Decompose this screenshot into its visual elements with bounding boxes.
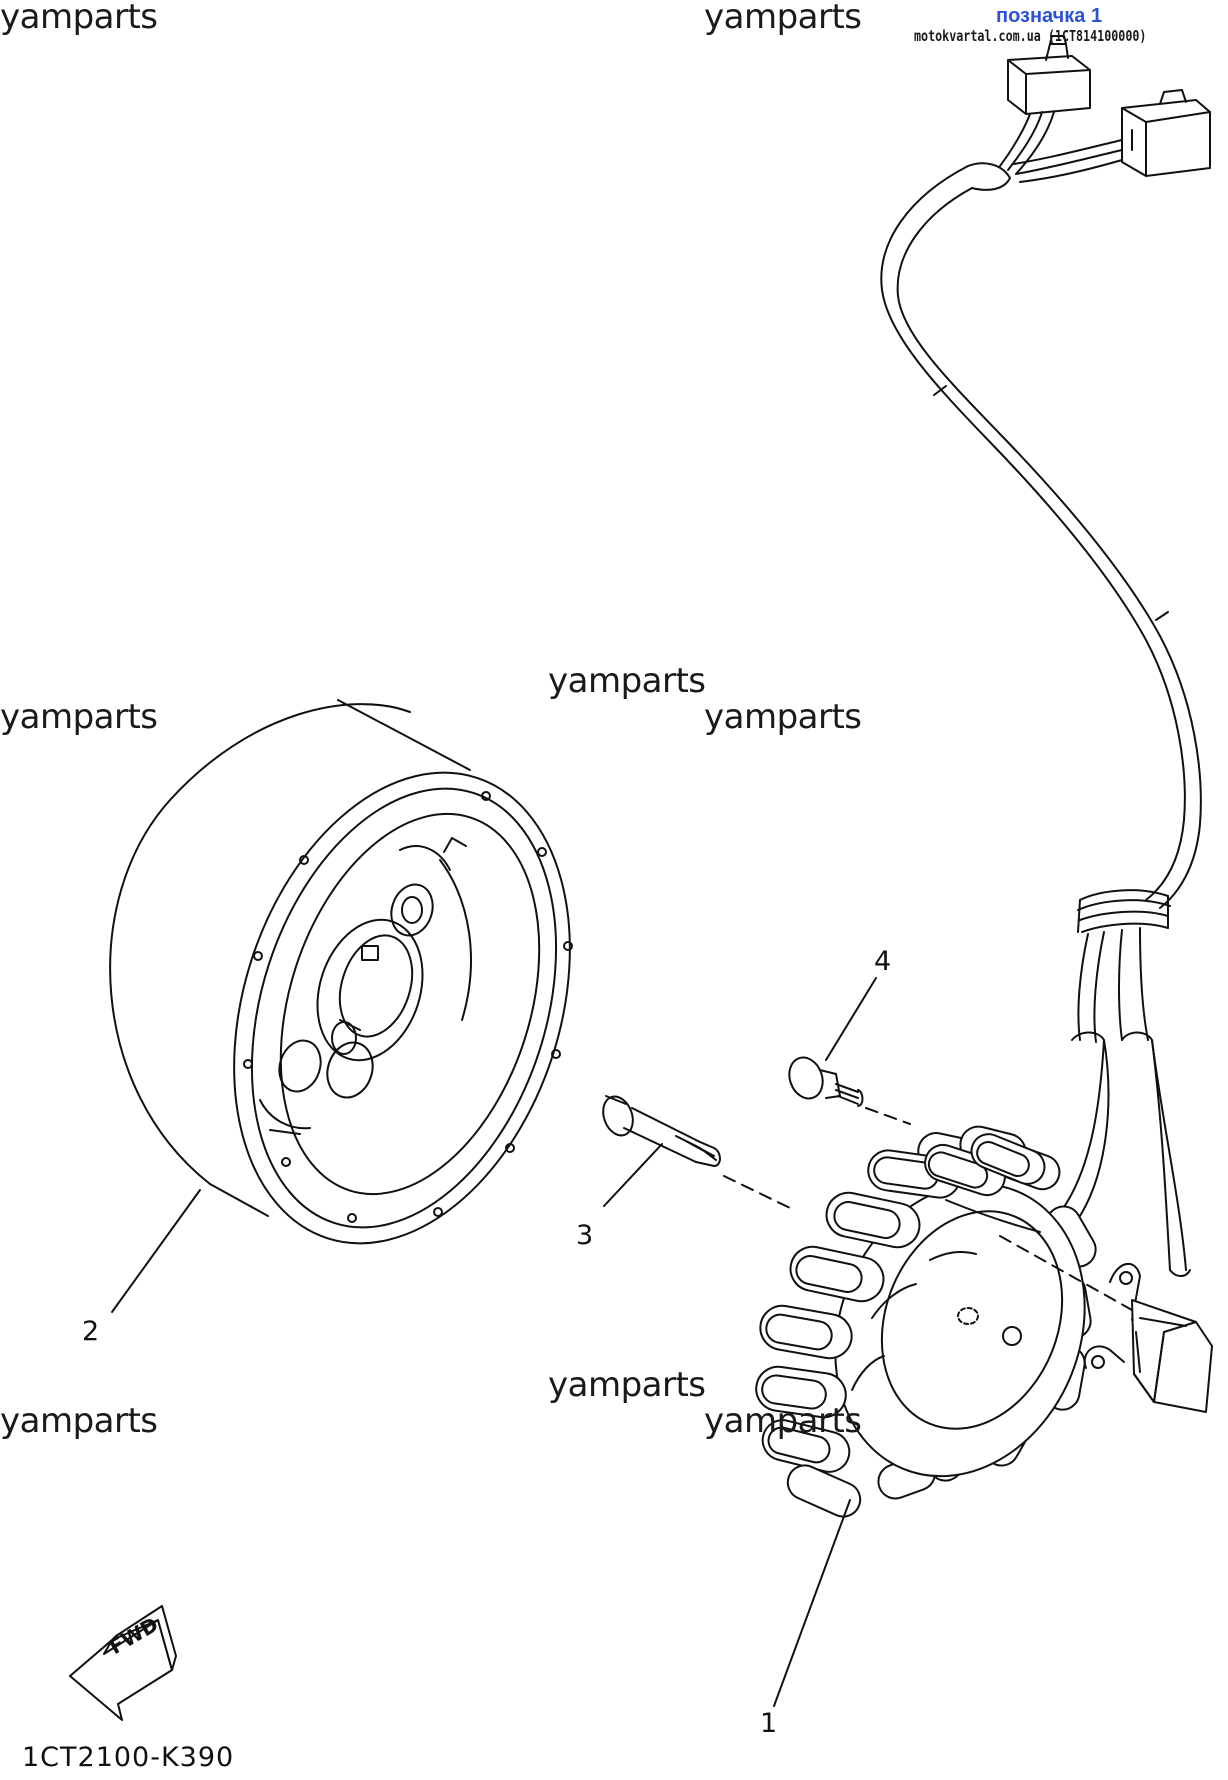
callout-2: 2 xyxy=(82,1316,100,1347)
overlay-label: позначка 1 xyxy=(996,5,1103,27)
flywheel-rotor xyxy=(110,700,627,1287)
watermark: yamparts xyxy=(548,1365,706,1405)
leader-line-4 xyxy=(826,978,876,1060)
leader-line-3 xyxy=(604,1144,662,1206)
callout-4: 4 xyxy=(874,946,892,977)
stator-coil xyxy=(753,1123,1212,1522)
pickup-coil xyxy=(1085,1264,1212,1412)
bolt-4 xyxy=(784,1053,910,1124)
leader-line-2 xyxy=(112,1190,200,1312)
callout-1: 1 xyxy=(760,1708,778,1739)
watermark: yamparts xyxy=(548,661,706,701)
watermark: yamparts xyxy=(0,0,158,37)
leader-line-1 xyxy=(774,1500,850,1706)
leader-lines xyxy=(112,978,876,1706)
grommet xyxy=(1078,890,1170,932)
callout-3: 3 xyxy=(576,1220,594,1251)
wire-harness xyxy=(881,36,1210,1276)
overlay-source: motokvartal.com.ua (1CT814100000) xyxy=(914,27,1147,45)
watermark: yamparts xyxy=(704,697,862,737)
bolt-3 xyxy=(598,1092,790,1208)
connector-right xyxy=(1122,90,1210,176)
watermark: yamparts xyxy=(0,1401,158,1441)
fwd-arrow-icon xyxy=(70,1606,176,1720)
diagram-code: 1CT2100-K390 xyxy=(22,1742,235,1773)
watermark: yamparts xyxy=(704,0,862,37)
watermark: yamparts xyxy=(704,1401,862,1441)
connector-top xyxy=(1008,36,1090,114)
watermark: yamparts xyxy=(0,697,158,737)
